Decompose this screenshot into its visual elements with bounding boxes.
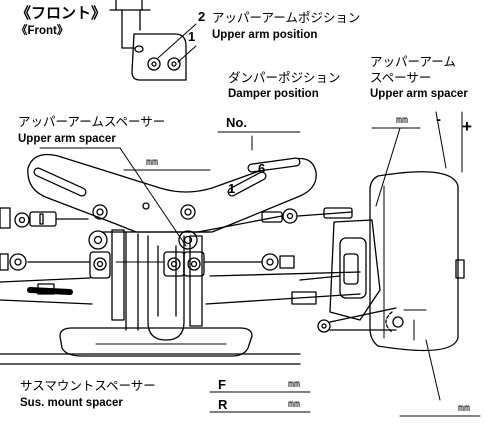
front-label-en: 《Front》: [16, 25, 69, 37]
sus-mount-spacer-en: Sus. mount spacer: [20, 397, 123, 409]
sus-mount-spacer-r: R: [218, 397, 228, 412]
upper-arm-spacer-right-jp1: アッパーアーム: [370, 54, 456, 69]
damper-mounts: [0, 251, 295, 279]
wheel-assembly: [317, 111, 465, 401]
spacer-minus-sign: -: [436, 111, 441, 128]
upper-arm-spacer-left-unit: mm: [146, 157, 159, 168]
upper-arm-spacer-right-leader: [371, 127, 421, 207]
sus-mount-spacer-r-unit: mm: [288, 399, 301, 410]
upper-arm-spacer-left-jp: アッパーアームスペーサー: [18, 114, 166, 129]
sus-mount-spacer-f-unit: mm: [288, 379, 301, 390]
upper-arm-spacer-right-unit: mm: [396, 115, 409, 126]
damper-position-jp: ダンパーポジション: [228, 70, 341, 85]
camber-spacer-unit: mm: [458, 403, 471, 414]
spacer-plus-sign: +: [462, 117, 472, 136]
right-upper-arm: [178, 207, 353, 250]
upper-arm-spacer-left-leader: [39, 147, 187, 247]
shock-tower-hole-1: 1: [228, 181, 236, 196]
upper-arm-position-2: 2: [198, 9, 206, 24]
damper-no-leader: [217, 131, 301, 151]
upper-arm-mount-inset: [109, 0, 197, 81]
upper-arm-position-1: 1: [188, 29, 196, 44]
upper-arm-position-jp: アッパーアームポジション: [212, 10, 361, 25]
damper-position-no: No.: [226, 115, 247, 130]
lower-arms: [0, 271, 361, 305]
sus-mount-spacer-jp: サスマウントスペーサー: [20, 378, 156, 393]
shock-tower-hole-6: 6: [258, 161, 266, 176]
upper-arm-position-en: Upper arm position: [212, 29, 318, 41]
front-label-jp: 《フロント》: [16, 4, 107, 22]
damper-position-en: Damper position: [228, 88, 319, 100]
sus-mount-spacer-f: F: [218, 377, 226, 392]
upper-arm-spacer-right-en: Upper arm spacer: [370, 88, 468, 100]
shock-tower: [27, 153, 317, 233]
left-upper-arm: [0, 207, 108, 250]
upper-arm-spacer-right-jp2: スペーサー: [370, 70, 432, 85]
upper-arm-spacer-left-en: Upper arm spacer: [18, 133, 116, 145]
chassis-plate: [0, 327, 301, 365]
